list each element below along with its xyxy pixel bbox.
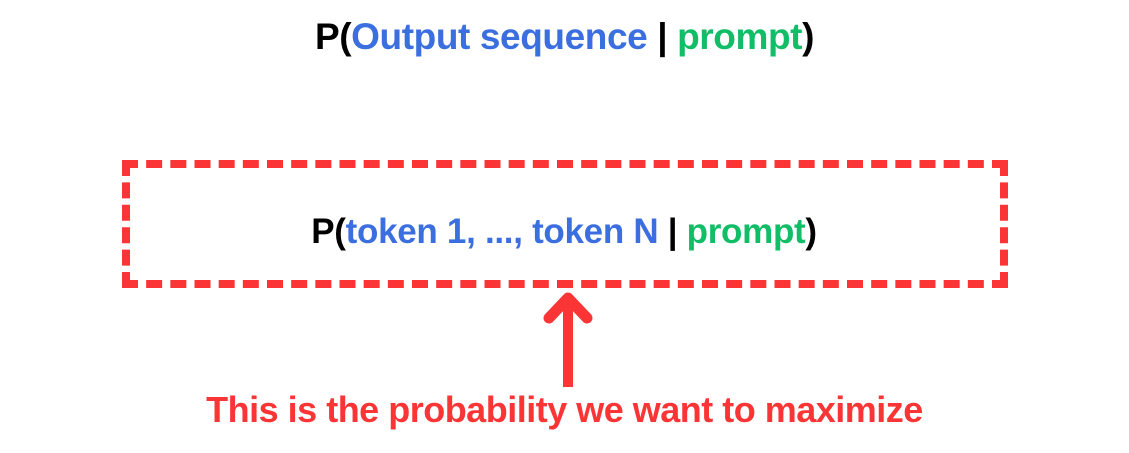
boxed-formula: P(token 1, ..., token N | prompt): [130, 168, 1016, 296]
title-close-paren: ): [802, 16, 815, 57]
boxed-token-first: token 1,: [345, 212, 485, 251]
boxed-pipe: |: [658, 212, 687, 251]
boxed-close-paren: ): [805, 212, 817, 251]
title-formula: P(Output sequence | prompt): [0, 14, 1129, 60]
title-pipe: |: [647, 16, 678, 57]
title-p-open: P(: [314, 16, 352, 57]
boxed-ellipsis: ...,: [484, 212, 533, 251]
up-arrow-icon: [537, 292, 599, 390]
title-variable: Output sequence: [351, 16, 648, 57]
boxed-token-last: token N: [532, 212, 659, 251]
highlight-box: P(token 1, ..., token N | prompt): [122, 160, 1008, 288]
boxed-condition: prompt: [686, 212, 806, 251]
caption-text: This is the probability we want to maxim…: [206, 389, 923, 430]
boxed-p-open: P(: [311, 212, 346, 251]
title-condition: prompt: [677, 16, 803, 57]
